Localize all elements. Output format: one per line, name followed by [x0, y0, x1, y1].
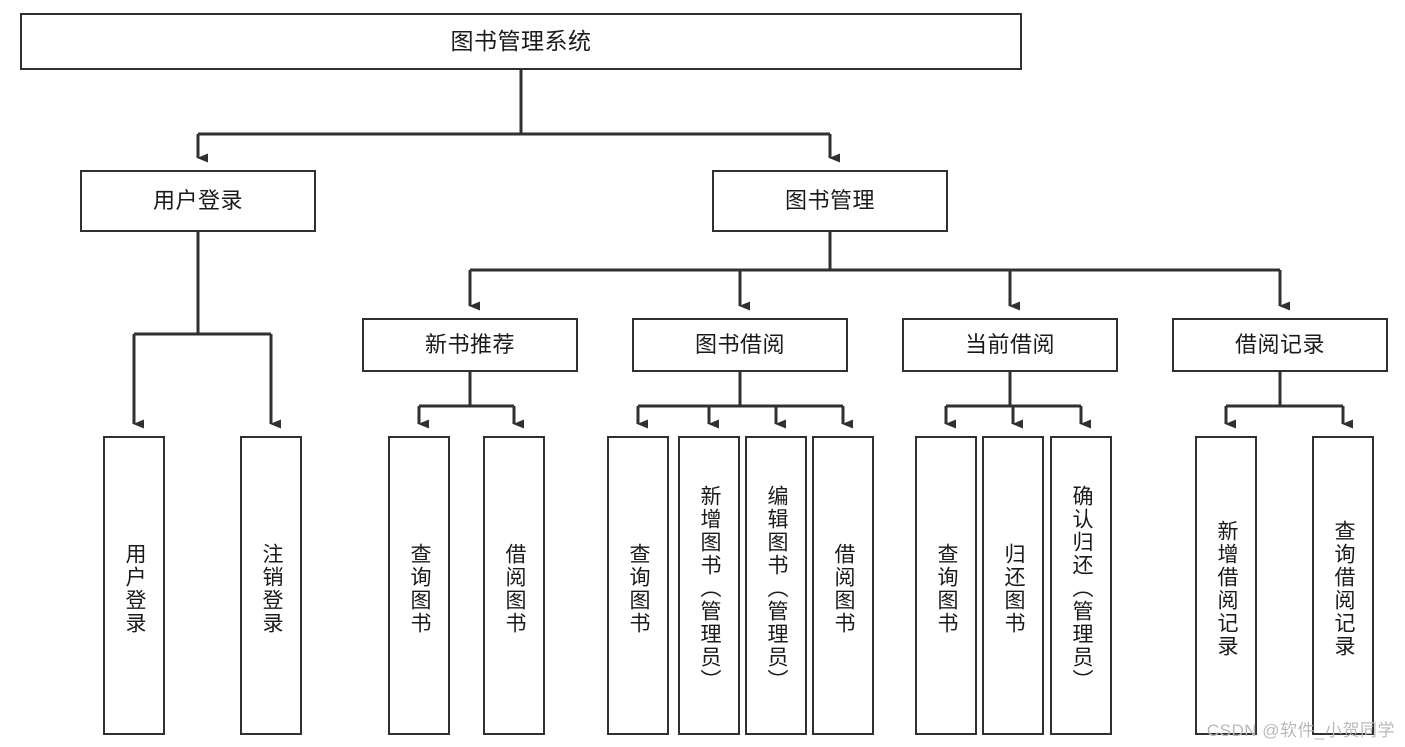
- node-new-book-recommendation[interactable]: 新书推荐: [362, 318, 578, 372]
- node-label: 用户登录: [152, 187, 243, 213]
- leaf-query-book-3[interactable]: 查询图书: [915, 436, 977, 735]
- node-label: 图书管理: [784, 187, 875, 213]
- node-book-management[interactable]: 图书管理: [712, 170, 948, 232]
- node-label: 归还图书: [1002, 542, 1026, 635]
- node-label: 图书借阅: [694, 331, 785, 357]
- node-label: 当前借阅: [964, 331, 1055, 357]
- leaf-query-book-2[interactable]: 查询图书: [607, 436, 669, 735]
- leaf-add-book-admin[interactable]: 新增图书（管理员）: [678, 436, 740, 735]
- leaf-user-logout[interactable]: 注销登录: [240, 436, 302, 735]
- node-label: 确认归还（管理员）: [1070, 485, 1094, 692]
- leaf-return-book[interactable]: 归还图书: [982, 436, 1044, 735]
- node-label: 编辑图书（管理员）: [765, 485, 789, 692]
- node-label: 新增图书（管理员）: [698, 485, 722, 692]
- node-current-borrowing[interactable]: 当前借阅: [902, 318, 1118, 372]
- node-user-login[interactable]: 用户登录: [80, 170, 316, 232]
- leaf-user-login[interactable]: 用户登录: [103, 436, 165, 735]
- node-book-management-system[interactable]: 图书管理系统: [20, 13, 1022, 70]
- node-label: 借阅记录: [1234, 331, 1325, 357]
- node-label: 图书管理系统: [450, 27, 592, 54]
- node-label: 借阅图书: [503, 542, 527, 635]
- leaf-query-book-1[interactable]: 查询图书: [388, 436, 450, 735]
- node-label: 查询图书: [408, 542, 432, 635]
- node-label: 注销登录: [260, 542, 284, 635]
- node-label: 查询借阅记录: [1332, 519, 1356, 658]
- leaf-confirm-return-admin[interactable]: 确认归还（管理员）: [1050, 436, 1112, 735]
- leaf-edit-book-admin[interactable]: 编辑图书（管理员）: [745, 436, 807, 735]
- leaf-borrow-book-2[interactable]: 借阅图书: [812, 436, 874, 735]
- node-borrowing-record[interactable]: 借阅记录: [1172, 318, 1388, 372]
- node-label: 用户登录: [123, 542, 147, 635]
- leaf-add-borrow-record[interactable]: 新增借阅记录: [1195, 436, 1257, 735]
- node-label: 新增借阅记录: [1215, 519, 1239, 658]
- leaf-query-borrow-record[interactable]: 查询借阅记录: [1312, 436, 1374, 735]
- node-book-borrowing[interactable]: 图书借阅: [632, 318, 848, 372]
- leaf-borrow-book-1[interactable]: 借阅图书: [483, 436, 545, 735]
- node-label: 借阅图书: [832, 542, 856, 635]
- node-label: 新书推荐: [424, 331, 515, 357]
- watermark: CSDN @软件_小贺同学: [1206, 721, 1395, 740]
- node-label: 查询图书: [935, 542, 959, 635]
- node-label: 查询图书: [627, 542, 651, 635]
